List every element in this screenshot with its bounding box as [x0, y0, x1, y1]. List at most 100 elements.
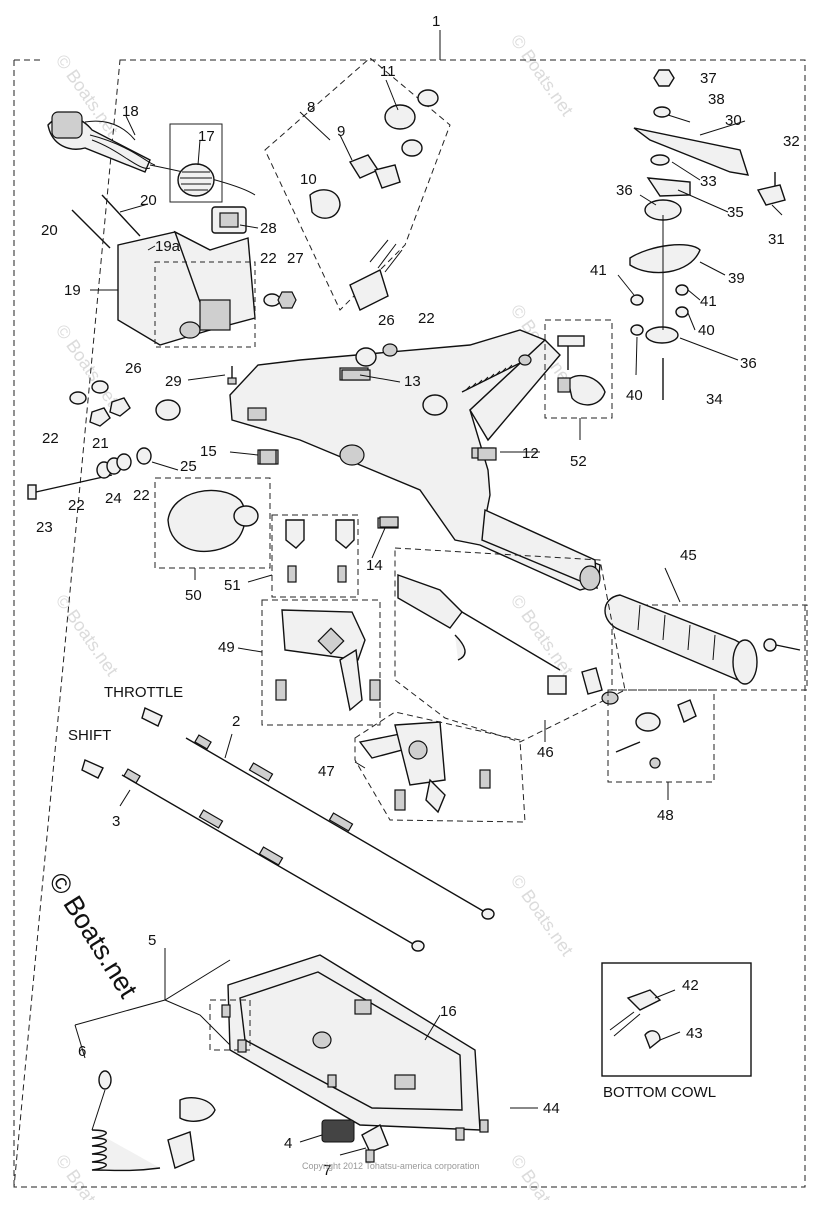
cowl-switch: [609, 989, 662, 1050]
callout-35: 35: [727, 204, 744, 221]
callout-28: 28: [260, 220, 277, 237]
callout-20: 20: [41, 222, 58, 239]
callout-46: 46: [537, 744, 554, 761]
throttle-grip: [604, 594, 801, 685]
callout-38: 38: [708, 91, 725, 108]
throttle-shaft: [397, 574, 619, 705]
shift-cable: [81, 759, 425, 952]
callout-3: 3: [112, 813, 120, 830]
callout-45: 45: [680, 547, 697, 564]
bushing-26: [155, 343, 448, 421]
callout-18: 18: [122, 103, 139, 120]
clip-28: [211, 206, 247, 234]
nuts-21: [69, 380, 131, 427]
group-52-outline: [544, 319, 613, 419]
group-48-outline: [607, 689, 715, 783]
throttle-cable: [141, 707, 495, 920]
callout-20: 20: [140, 192, 157, 209]
callout-48: 48: [657, 807, 674, 824]
callout-43: 43: [686, 1025, 703, 1042]
callout-11: 11: [380, 63, 396, 80]
callout-22: 22: [418, 310, 435, 327]
callout-52: 52: [570, 453, 587, 470]
callout-12: 12: [522, 445, 539, 462]
callout-6: 6: [78, 1043, 86, 1060]
group-47-outline: [354, 711, 526, 823]
callout-26: 26: [125, 360, 142, 377]
wire-harness: [47, 111, 256, 196]
group-8-outline: [264, 57, 451, 311]
callout-42: 42: [682, 977, 699, 994]
long-bolt: [461, 354, 532, 393]
callout-8: 8: [307, 99, 315, 116]
caption-shift: SHIFT: [68, 727, 111, 744]
pad-4: [321, 1119, 355, 1143]
callout-17: 17: [198, 128, 215, 145]
callout-49: 49: [218, 639, 235, 656]
shift-linkage: [358, 721, 491, 814]
plate-15: [259, 449, 277, 465]
neutral-switch: [615, 699, 697, 769]
callout-31: 31: [768, 231, 785, 248]
callout-24: 24: [105, 490, 122, 507]
callout-37: 37: [700, 70, 717, 87]
plate-13: [341, 369, 371, 381]
callout-44: 44: [543, 1100, 560, 1117]
emergency-lanyard: [91, 1070, 216, 1172]
callout-14: 14: [366, 557, 383, 574]
plate-14: [379, 516, 399, 528]
callout-22: 22: [260, 250, 277, 267]
bolt-29: [227, 366, 237, 385]
callout-21: 21: [92, 435, 109, 452]
watermark-text: © Boats.net: [507, 31, 577, 120]
callout-23: 23: [36, 519, 53, 536]
caption-bottom-cowl: BOTTOM COWL: [603, 1084, 716, 1101]
callout-33: 33: [700, 173, 717, 190]
cable-clips: [285, 519, 355, 583]
callout-15: 15: [200, 443, 217, 460]
copyright-text: Copyright 2012 Tohatsu-america corporati…: [302, 1161, 479, 1171]
plate-12: [477, 447, 497, 461]
callout-labels: 1 2 3 4 5 6 7 8 9 10 11 12 13 14 15 16 1…: [36, 13, 800, 1179]
screws-44: [221, 1004, 489, 1141]
group-49-outline: [261, 599, 381, 726]
callout-7: 7: [323, 1162, 331, 1179]
group-50-outline: [154, 477, 271, 569]
callout-47: 47: [318, 763, 335, 780]
callout-10: 10: [300, 171, 317, 188]
callout-13: 13: [404, 373, 421, 390]
callout-19: 19: [64, 282, 81, 299]
watermark-text: © Boats.net: [52, 321, 122, 410]
callout-51: 51: [224, 577, 241, 594]
callout-41: 41: [700, 293, 717, 310]
callout-34: 34: [706, 391, 723, 408]
watermark-text: © Boats.net: [507, 871, 577, 960]
callout-5: 5: [148, 932, 156, 949]
caption-throttle: THROTTLE: [104, 684, 183, 701]
grommet: [169, 123, 223, 203]
callout-36: 36: [616, 182, 633, 199]
leader-lines: [74, 79, 783, 1156]
assembly-frame: [13, 59, 806, 1188]
callout-25: 25: [180, 458, 197, 475]
watermark-text: © Boats.net: [507, 591, 577, 680]
callout-50: 50: [185, 587, 202, 604]
group-44-outline: [209, 999, 251, 1051]
group-46-outline: [394, 547, 626, 743]
watermark-text: © Boats.net: [507, 1151, 577, 1200]
callout-9: 9: [337, 123, 345, 140]
callout-32: 32: [783, 133, 800, 150]
key-switch: [309, 89, 439, 311]
callout-4: 4: [284, 1135, 292, 1152]
group-5-outline: [74, 959, 231, 1046]
bottom-cover: [227, 954, 481, 1131]
callout-22: 22: [133, 487, 150, 504]
callout-40: 40: [698, 322, 715, 339]
callout-40: 40: [626, 387, 643, 404]
callout-26: 26: [378, 312, 395, 329]
watermark-text: © Boats.net: [52, 591, 122, 680]
steering-bracket: [71, 194, 256, 348]
callout-16: 16: [440, 1003, 457, 1020]
callout-1: 1: [432, 13, 440, 30]
